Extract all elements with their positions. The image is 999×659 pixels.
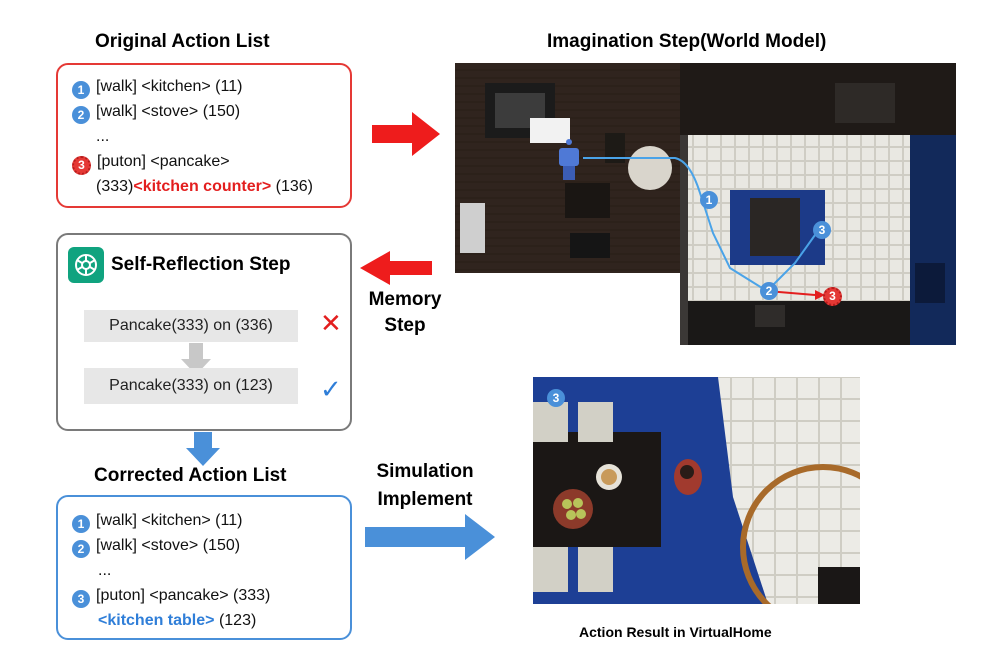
route-marker-2: 2 (760, 282, 778, 300)
wrong-target-highlight: <kitchen counter> (133, 178, 272, 195)
simulation-label-1: Simulation (376, 461, 474, 482)
down-gray-arrow (181, 343, 211, 375)
step-1-badge: 1 (72, 81, 90, 99)
result-caption: Action Result in VirtualHome (579, 624, 772, 640)
corrected-step-3: 3[puton] <pancake> (333) (72, 586, 270, 608)
original-step-1: 1 [walk] <kitchen> (11) (72, 77, 242, 99)
chatgpt-logo-icon (68, 247, 104, 283)
step-1-text: [walk] <kitchen> (11) (96, 78, 243, 95)
memory-step-label-2: Step (384, 315, 426, 336)
original-action-list: 1 [walk] <kitchen> (11) 2 [walk] <stove> (… (56, 63, 352, 208)
step-2-badge: 2 (72, 106, 90, 124)
corrected-step-2-badge: 2 (72, 540, 90, 558)
step-2-text: [walk] <stove> (150) (96, 103, 241, 120)
wrong-cross-icon: ✕ (320, 308, 342, 338)
correct-placement: Pancake(333) on (123) (84, 368, 298, 404)
original-step-2: 2 [walk] <stove> (150) (72, 102, 240, 124)
step-3-error-badge: 3 (72, 156, 91, 175)
blue-down-arrow (186, 432, 220, 466)
self-reflection-title: Self-Reflection Step (111, 254, 291, 275)
corrected-step-3-badge: 3 (72, 590, 90, 608)
route-marker-1: 1 (700, 191, 718, 209)
world-model-title: Imagination Step(World Model) (547, 31, 827, 52)
corrected-action-list: 1[walk] <kitchen> (11) 2[walk] <stove> (… (56, 495, 352, 640)
red-arrow-right (372, 112, 440, 156)
wrong-placement: Pancake(333) on (336) (84, 310, 298, 342)
step-3-text: [puton] <pancake> (97, 153, 230, 170)
original-ellipsis: ... (96, 128, 110, 145)
correct-target-highlight: <kitchen table> (98, 612, 215, 629)
route-marker-3-error: 3 (823, 287, 842, 306)
corrected-ellipsis: ... (98, 562, 112, 579)
corrected-step-3-target: <kitchen table> (123) (98, 612, 257, 629)
corrected-step-2: 2[walk] <stove> (150) (72, 536, 240, 558)
self-reflection-panel: Self-Reflection Step Pancake(333) on (33… (56, 233, 352, 431)
red-arrow-left (360, 251, 432, 285)
result-marker-3: 3 (547, 389, 565, 407)
corrected-list-title: Corrected Action List (94, 465, 287, 486)
world-model-floorplan-image: 1 2 3 3 (455, 63, 956, 345)
corrected-step-1: 1[walk] <kitchen> (11) (72, 511, 242, 533)
blue-arrow-right (365, 514, 495, 560)
corrected-step-1-badge: 1 (72, 515, 90, 533)
action-result-image: 3 (533, 377, 860, 604)
memory-step-label-1: Memory (368, 289, 442, 310)
route-marker-3: 3 (813, 221, 831, 239)
original-list-title: Original Action List (95, 31, 270, 52)
simulation-label-2: Implement (377, 489, 473, 510)
original-step-3-target: (333)<kitchen counter> (136) (96, 178, 313, 195)
correct-check-icon: ✓ (320, 374, 342, 404)
original-step-3: 3 [puton] <pancake> (72, 152, 230, 175)
